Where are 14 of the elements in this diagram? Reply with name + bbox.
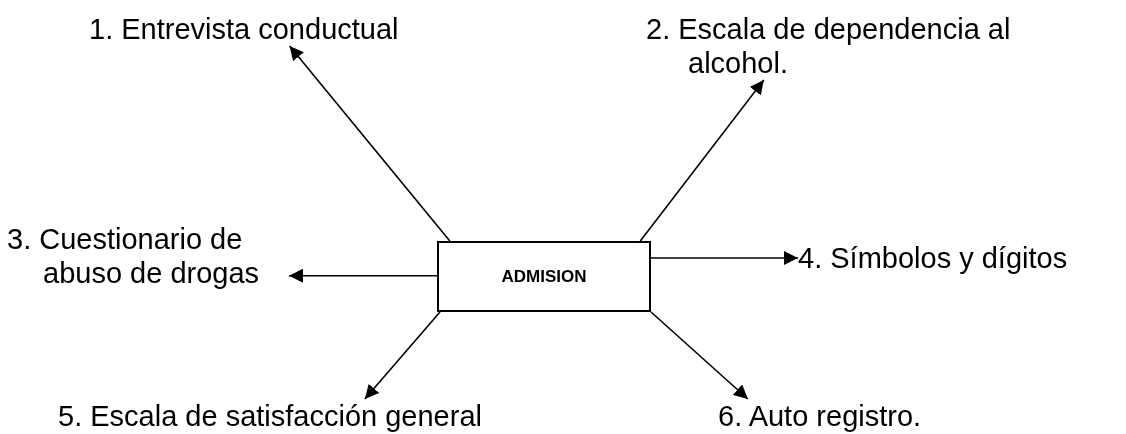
arrow bbox=[639, 79, 765, 242]
arrow bbox=[364, 311, 441, 400]
box-label: ADMISION bbox=[501, 266, 587, 287]
arrow bbox=[650, 251, 799, 265]
node-label: 3. Cuestionario de abuso de drogas bbox=[7, 222, 261, 290]
node-label: 2. Escala de dependencia al alcohol. bbox=[646, 12, 1012, 80]
arrow bbox=[650, 311, 749, 400]
node-label: 6. Auto registro. bbox=[718, 399, 923, 433]
node-label: 4. Símbolos y dígitos bbox=[798, 241, 1069, 275]
process-box bbox=[437, 241, 651, 312]
arrow bbox=[288, 268, 438, 283]
arrow bbox=[288, 45, 451, 242]
node-label: 1. Entrevista conductual bbox=[89, 12, 400, 46]
node-label: 5. Escala de satisfacción general bbox=[58, 399, 483, 433]
